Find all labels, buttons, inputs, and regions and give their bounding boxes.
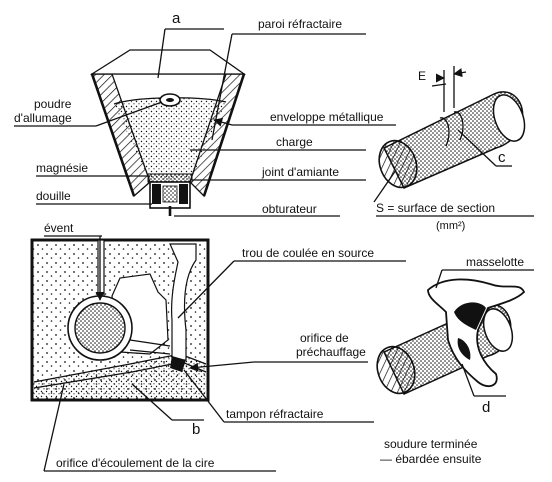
section-face xyxy=(378,139,418,189)
vent-channel xyxy=(97,239,105,301)
figure-c-rail-section: E c S = surface de section (mm²) xyxy=(373,66,534,232)
preheat-orifice xyxy=(170,356,186,372)
figure-b-mould xyxy=(30,238,210,402)
label-douille: douille xyxy=(36,189,71,203)
figure-d-finished-weld: masselotte d soudure terminée — ébardée … xyxy=(376,255,534,466)
label-obturateur: obturateur xyxy=(262,202,317,216)
figure-b-letter: b xyxy=(192,421,200,438)
label-orifice-pre-line2: préchauffage xyxy=(296,345,366,359)
label-trou-coulee: trou de coulée en source xyxy=(242,246,374,260)
label-charge: charge xyxy=(276,135,313,149)
label-poudre-line2: d'allumage xyxy=(14,111,72,125)
figure-a-letter: a xyxy=(172,10,181,27)
riser-weld xyxy=(427,278,526,388)
label-tampon: tampon réfractaire xyxy=(226,407,324,421)
label-masselotte: masselotte xyxy=(466,255,524,269)
figure-d-letter: d xyxy=(482,399,490,416)
label-S-formula: S = surface de section xyxy=(376,201,495,215)
label-paroi-refractaire: paroi réfractaire xyxy=(258,17,342,31)
label-poudre-line1: poudre xyxy=(34,97,72,111)
crucible-cover xyxy=(89,49,247,75)
label-event: évent xyxy=(44,221,74,235)
label-enveloppe-metallique: enveloppe métallique xyxy=(270,110,384,124)
sprue-channel xyxy=(169,243,197,361)
label-joint-amiante: joint d'amiante xyxy=(261,165,339,179)
rail-section-b xyxy=(74,302,126,354)
figure-a-labels: a paroi réfractaire poudre d'allumage en… xyxy=(14,10,396,217)
figure-b-labels: évent trou de coulée en source orifice d… xyxy=(43,221,406,472)
label-soudure-line1: soudure terminée xyxy=(384,437,478,451)
label-magnesie: magnésie xyxy=(36,161,88,175)
section-face-d xyxy=(376,345,416,395)
magnesia-base xyxy=(147,173,193,183)
label-unit: (mm²) xyxy=(436,220,465,232)
charge-fill xyxy=(114,96,226,182)
figure-a-crucible xyxy=(89,49,247,216)
label-orifice-pre-line1: orifice de xyxy=(300,331,349,345)
label-orifice-ecoulement: orifice d'écoulement de la cire xyxy=(56,456,215,470)
figure-c-letter: c xyxy=(498,149,506,166)
label-soudure-line2: — ébardée ensuite xyxy=(380,452,482,466)
label-E: E xyxy=(418,69,426,83)
